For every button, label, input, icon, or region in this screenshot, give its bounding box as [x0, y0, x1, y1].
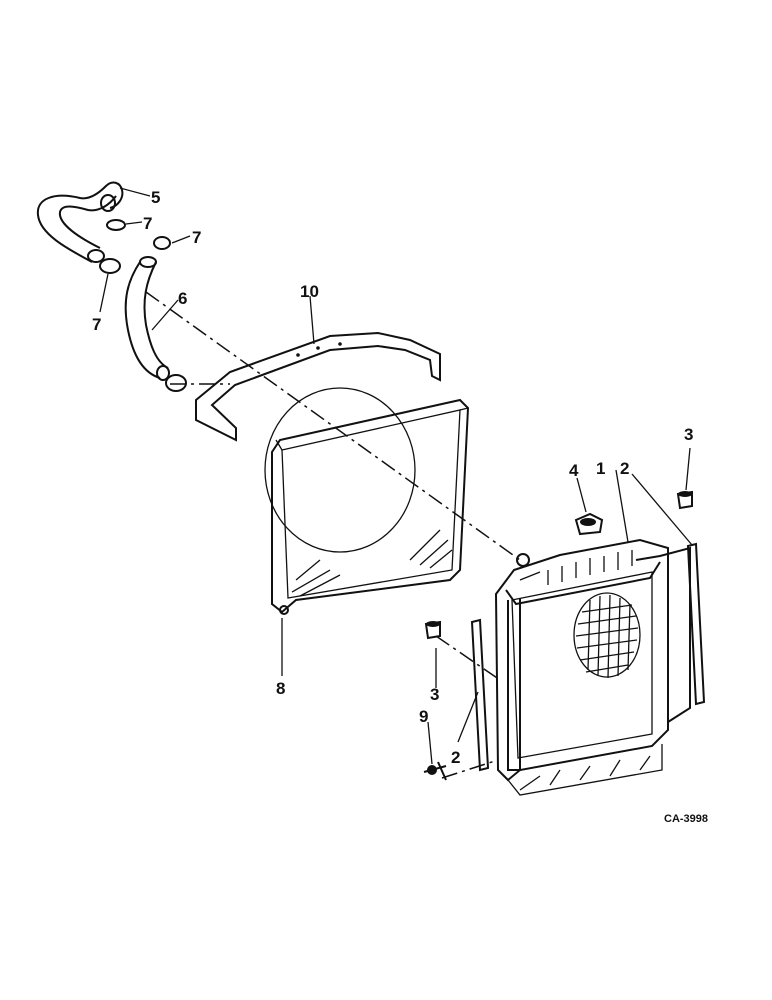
- radiator-brace: [195, 331, 441, 442]
- upper-hose: [36, 181, 124, 263]
- radiator-cap: [574, 512, 604, 536]
- leader-lines: [99, 187, 693, 765]
- seal-strip-right: [686, 542, 706, 706]
- lower-hose: [124, 256, 170, 381]
- callout-brace: 10: [300, 282, 319, 301]
- callout-radiator: 1: [596, 459, 605, 478]
- hose-clamp-upper: [106, 219, 126, 231]
- callout-upper-hose: 5: [151, 188, 160, 207]
- callout-clamp-b: 7: [192, 228, 201, 247]
- plug-left: [424, 620, 441, 640]
- fan-shroud: [264, 387, 470, 615]
- plug-right: [676, 490, 693, 510]
- callout-seal-right: 2: [620, 459, 629, 478]
- radiator: [494, 538, 691, 796]
- drawing-code: CA-3998: [664, 813, 708, 825]
- callout-lower-hose: 6: [178, 289, 187, 308]
- callout-seal-left: 2: [451, 748, 460, 767]
- callout-clamp-a: 7: [143, 214, 152, 233]
- callout-plug-left: 3: [430, 685, 439, 704]
- callout-shroud-bracket: 8: [276, 679, 285, 698]
- seal-strip-left: [470, 618, 490, 772]
- centre-lines: [145, 291, 521, 779]
- callout-cap: 4: [569, 461, 579, 480]
- hose-clamp-lower: [165, 374, 187, 392]
- callout-clamp-c: 7: [92, 315, 101, 334]
- hose-clamp-lower-left: [99, 258, 121, 274]
- callout-plug-right: 3: [684, 425, 693, 444]
- hose-clamp-middle: [153, 236, 171, 250]
- callout-drain-cock: 9: [419, 707, 428, 726]
